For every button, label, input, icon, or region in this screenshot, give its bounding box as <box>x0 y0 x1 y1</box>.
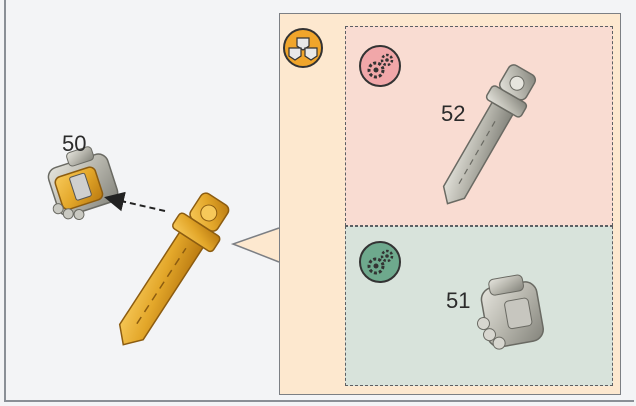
step-number-bottom: 51 <box>446 288 470 314</box>
substep-panel-bottom <box>345 226 613 386</box>
substep-panel-top <box>345 26 613 226</box>
gold-sword-part <box>103 187 237 358</box>
step-number-main: 50 <box>62 131 86 157</box>
step-number-top: 52 <box>441 101 465 127</box>
assembly-arrow <box>108 198 165 211</box>
callout-pointer <box>233 228 279 262</box>
